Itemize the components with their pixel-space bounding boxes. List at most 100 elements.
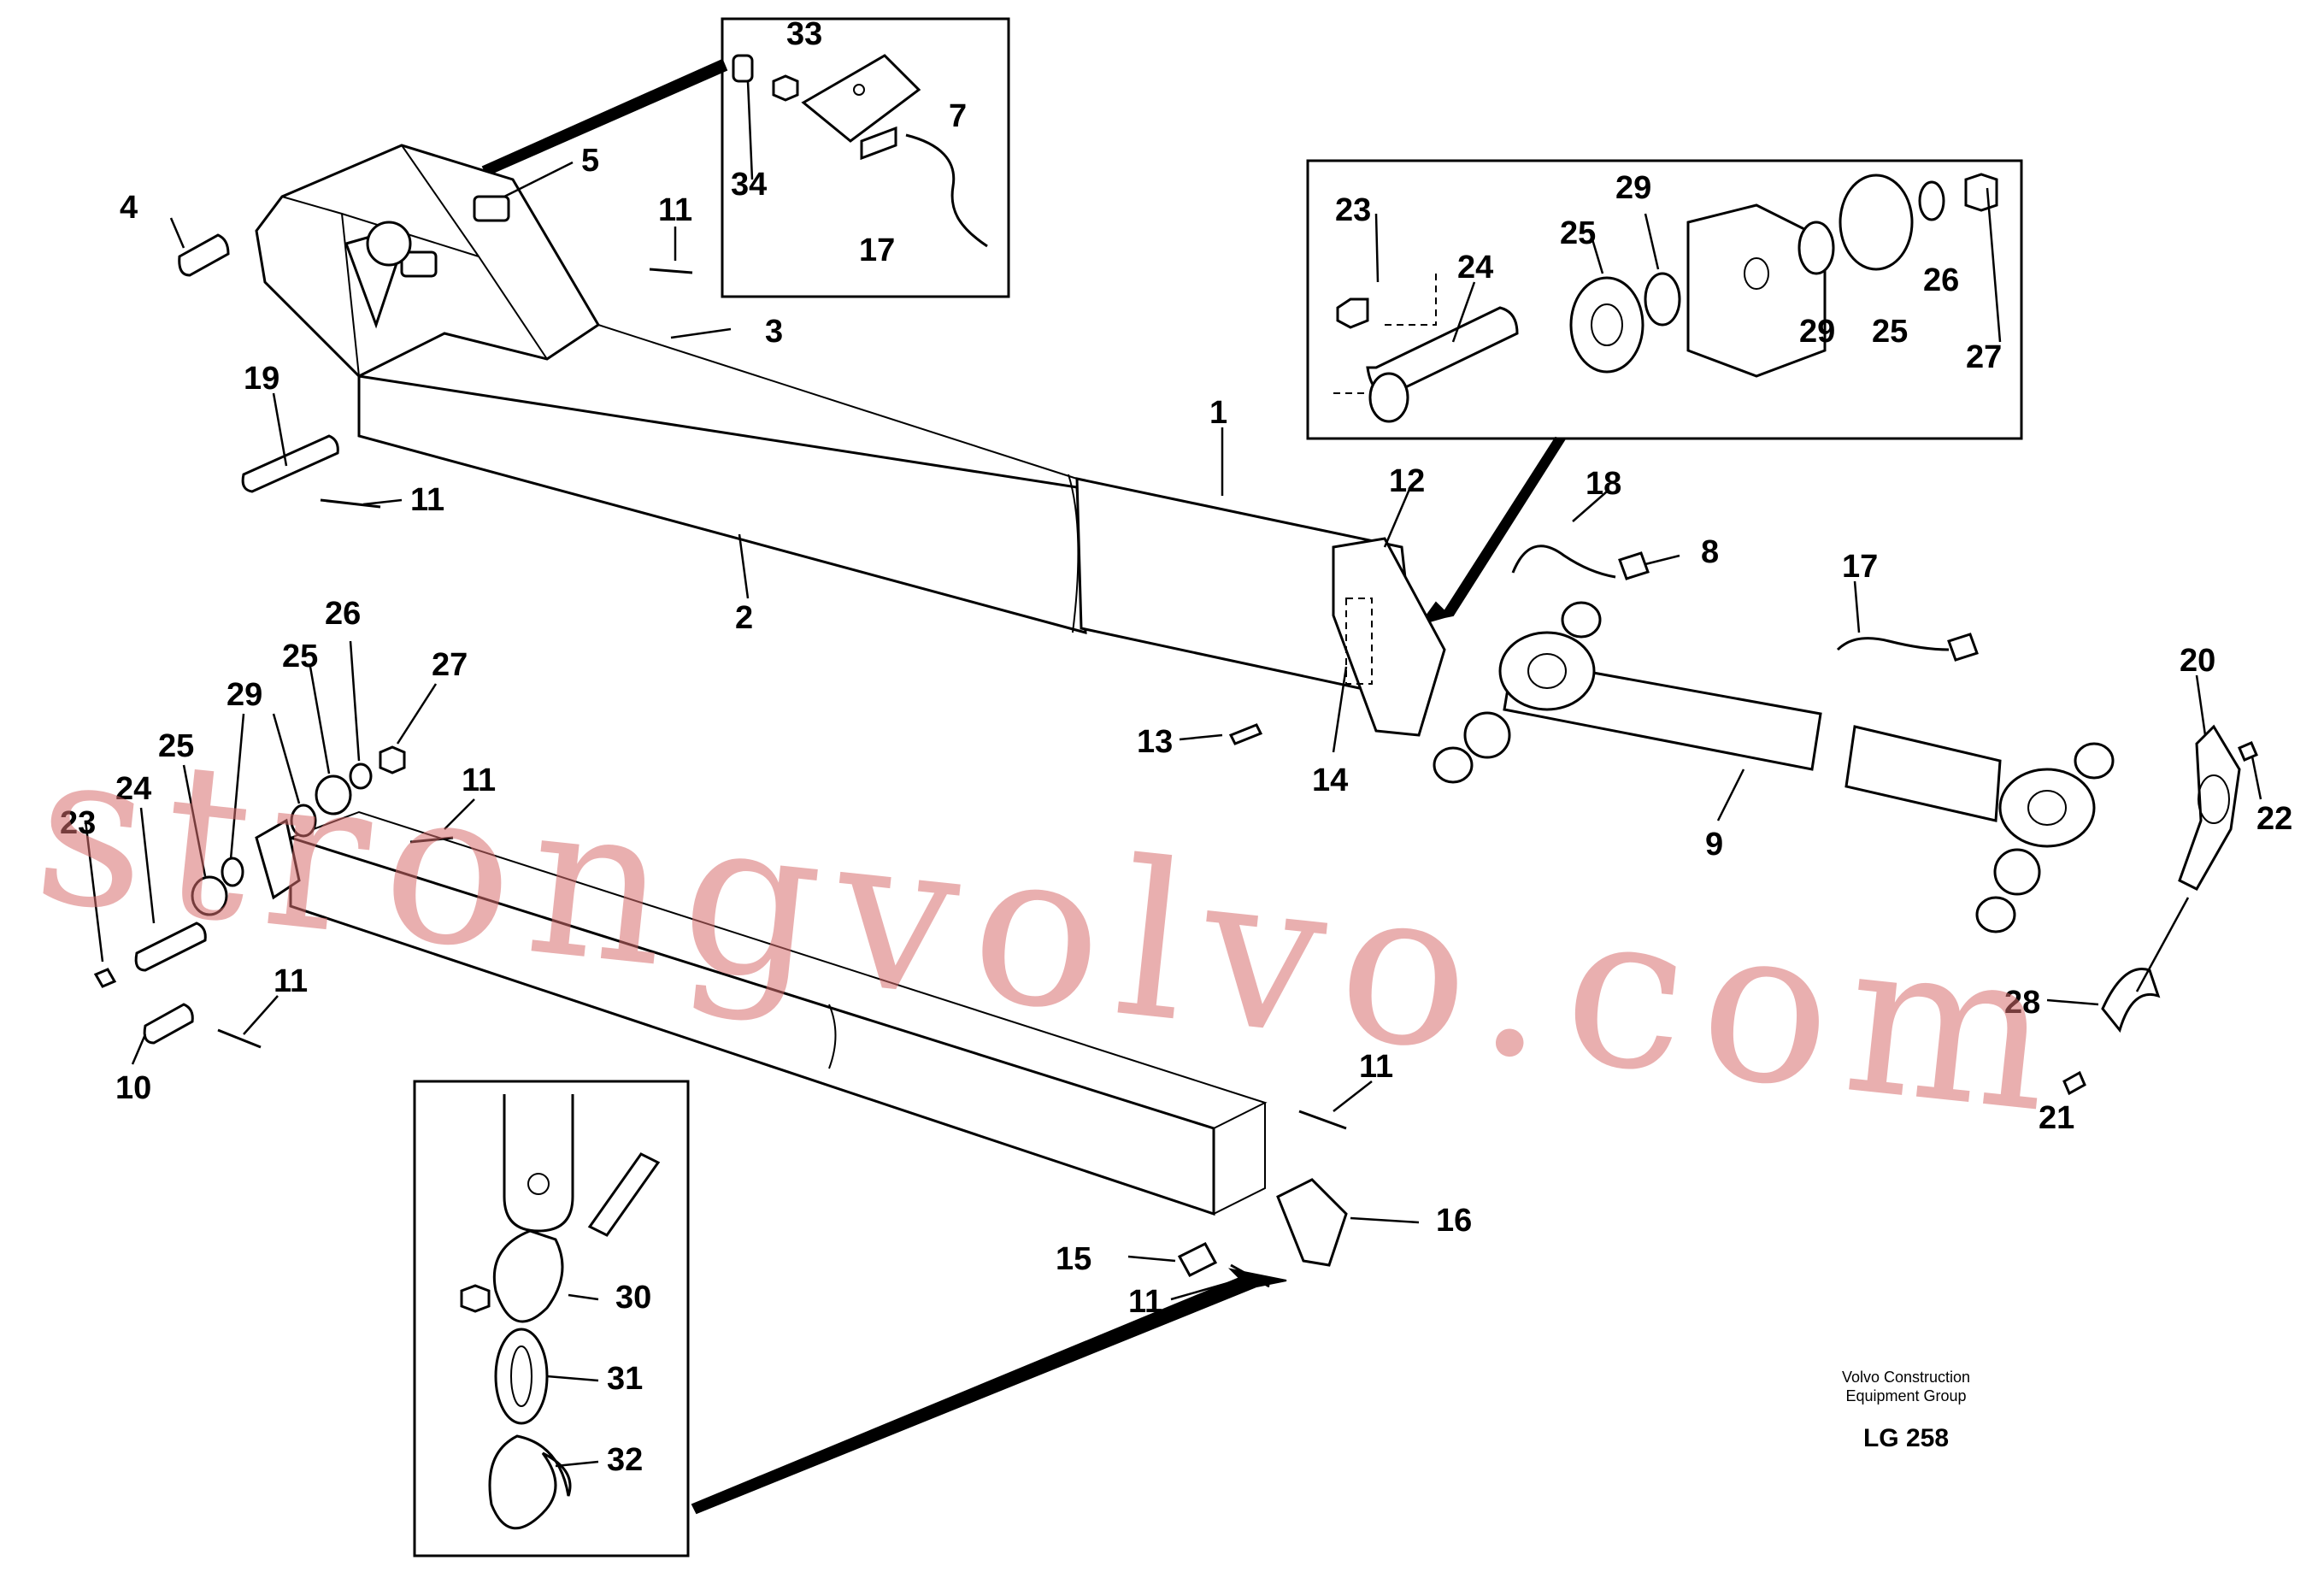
part-labels: 33 34 7 17 4 5 11 3 19 11 1 2 23 24 25 2… <box>60 16 2292 1478</box>
leader-12 <box>1383 486 1412 548</box>
part-11-cotters <box>320 268 693 509</box>
hydraulic-cylinder-assembly <box>1433 491 2115 933</box>
leader-11c <box>444 798 475 830</box>
label-4: 4 <box>120 190 138 226</box>
caption-diagram-code: LG 258 <box>1862 1424 1950 1452</box>
extension-end-lug <box>255 818 301 900</box>
part-10-pin <box>143 1003 194 1045</box>
inset2-dashes <box>1333 274 1437 394</box>
part-34-nut <box>772 74 799 102</box>
label-11f: 11 <box>1128 1284 1162 1320</box>
caption-company-line-2: Equipment Group <box>1845 1387 1967 1404</box>
inset-fitting-detail <box>721 17 1010 298</box>
clamp-bore <box>2198 774 2230 824</box>
part-11-cotters-b <box>217 836 1347 1288</box>
lug-eye <box>366 221 412 267</box>
label-27b: 27 <box>432 647 468 683</box>
head-frame-edges <box>281 144 548 377</box>
leader-24 <box>1451 281 1476 343</box>
label-17b: 17 <box>1842 549 1878 585</box>
leader-25 <box>1588 230 1604 274</box>
leader-29c-l <box>229 713 245 860</box>
part-2-inner-tube <box>357 374 1087 634</box>
part-14-end-bracket <box>1332 537 1446 737</box>
label-10: 10 <box>115 1070 151 1106</box>
label-33: 33 <box>786 16 822 52</box>
label-29c: 29 <box>227 677 262 713</box>
leader-24b <box>139 807 156 924</box>
label-22: 22 <box>2256 801 2292 837</box>
label-25b: 25 <box>1872 314 1908 350</box>
cylinder-rod-end <box>1844 725 2002 822</box>
leader-29 <box>1644 213 1660 270</box>
label-31: 31 <box>607 1361 643 1397</box>
eye-bore-front <box>2027 790 2067 826</box>
label-9: 9 <box>1705 827 1723 863</box>
label-11e: 11 <box>1359 1049 1393 1085</box>
hidden-plate <box>1345 598 1373 685</box>
label-11b: 11 <box>410 482 444 518</box>
leader-13 <box>1179 733 1223 741</box>
part-29-washer <box>1644 272 1681 327</box>
tube-break <box>828 1004 837 1069</box>
label-28: 28 <box>2004 985 2040 1021</box>
part-19-pin <box>241 434 339 493</box>
label-29a: 29 <box>1615 170 1651 206</box>
leader-29c-r <box>272 713 301 804</box>
part-16-bracket <box>1276 1178 1348 1267</box>
part-25-bearing-d <box>315 774 352 815</box>
eye-bore-rear <box>1527 653 1567 689</box>
label-23b: 23 <box>60 805 96 841</box>
part-23-grease-nipple <box>1336 297 1369 329</box>
label-26b: 26 <box>325 596 361 632</box>
part-29-washer-d <box>290 804 317 838</box>
label-8: 8 <box>1701 534 1719 570</box>
inset-pin-detail <box>1306 159 2023 440</box>
mount-hole <box>527 1173 550 1195</box>
label-24a: 24 <box>1457 250 1493 286</box>
label-18: 18 <box>1586 466 1621 502</box>
bushing-front <box>1993 848 2041 896</box>
part-4-pin <box>178 233 230 277</box>
label-23a: 23 <box>1335 192 1371 228</box>
label-16: 16 <box>1436 1203 1472 1239</box>
part-27-nut-b <box>379 745 406 774</box>
label-27a: 27 <box>1966 339 2002 375</box>
part-20-clamp-upper <box>2178 724 2241 891</box>
circlip-front <box>1975 896 2016 933</box>
leader-5 <box>503 161 574 198</box>
leader-30 <box>568 1293 599 1301</box>
cylinder-eye-front <box>1998 768 2096 848</box>
label-24b: 24 <box>115 771 151 807</box>
leader-23b <box>84 820 104 963</box>
label-11a: 11 <box>658 192 692 228</box>
part-24-pin-b <box>134 921 207 972</box>
hook-mount-plate <box>503 1094 574 1233</box>
hook-bolt <box>587 1152 661 1237</box>
leader-25c <box>309 666 331 774</box>
part-26-washer <box>1918 180 1945 221</box>
bearing-bore <box>1591 303 1623 346</box>
inset1-arrow <box>481 58 728 177</box>
part-25-bearing-2 <box>1839 174 1914 271</box>
clamp-assembly <box>2046 674 2262 1096</box>
leader-4 <box>169 217 185 249</box>
label-1: 1 <box>1209 395 1227 431</box>
label-21: 21 <box>2039 1100 2074 1136</box>
leader-11b <box>362 498 403 506</box>
leader-8 <box>1644 554 1680 566</box>
shackle-nut <box>460 1284 491 1313</box>
leader-17b <box>1853 580 1861 633</box>
upper-boom-assembly <box>169 144 1446 753</box>
label-26a: 26 <box>1923 262 1959 298</box>
label-3: 3 <box>765 314 783 350</box>
pin-end <box>1368 372 1409 423</box>
part-24-pin <box>1366 306 1519 396</box>
leader-20 <box>2195 674 2207 736</box>
label-25a: 25 <box>1560 215 1596 251</box>
label-25d: 25 <box>158 728 194 764</box>
part-23-nipple-b <box>93 968 117 988</box>
part-28-clamp-lower <box>2101 968 2161 1033</box>
bracket-hole <box>853 84 865 96</box>
leader-32 <box>555 1460 599 1468</box>
